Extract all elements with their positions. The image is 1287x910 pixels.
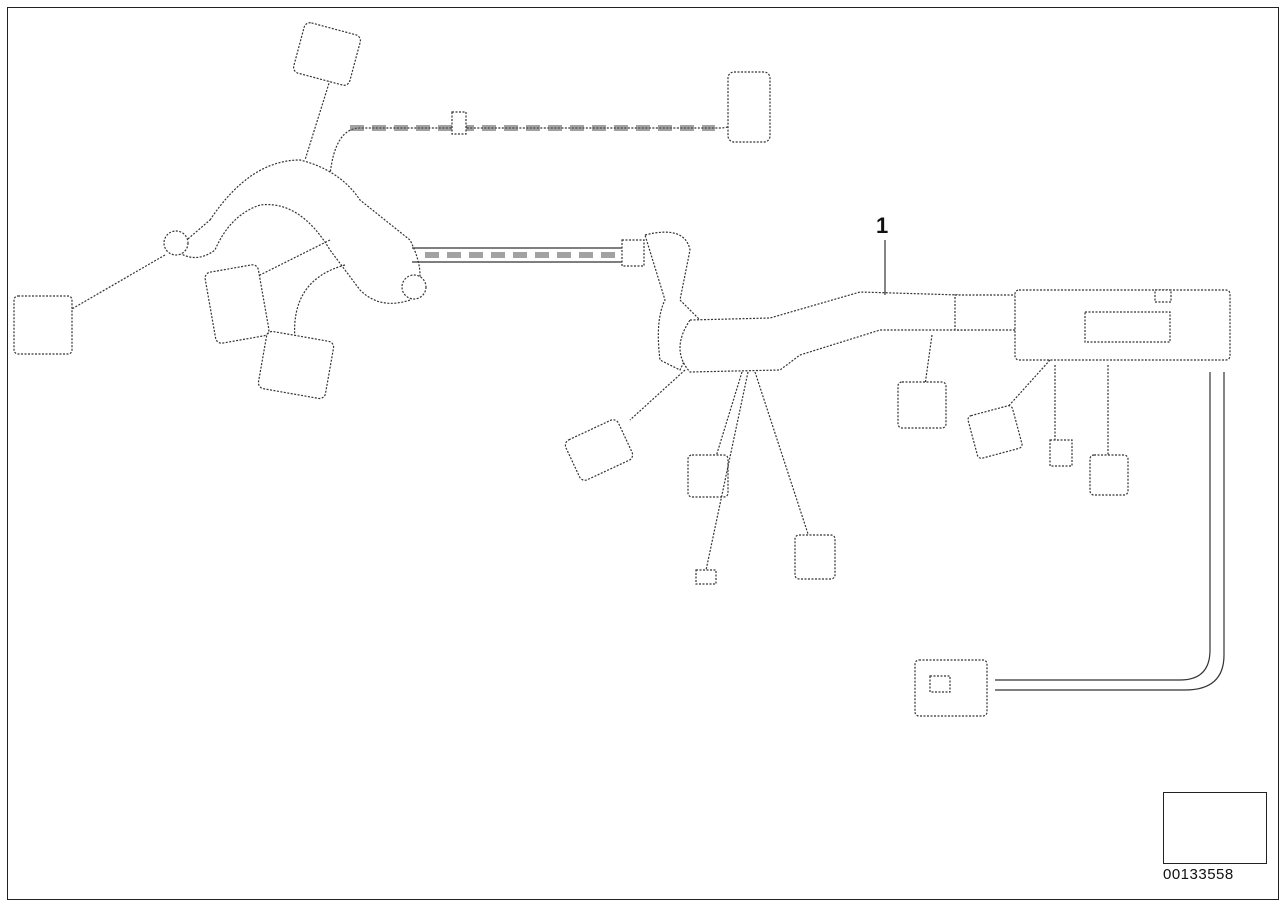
center-connector-b <box>794 534 836 580</box>
center-sensor-tip <box>695 569 717 585</box>
right-trunk-body <box>679 291 966 373</box>
left-mount-grommet <box>163 230 189 256</box>
bottom-connector <box>914 659 988 717</box>
left-connector-a <box>204 264 270 344</box>
sleeve-section <box>954 294 1021 331</box>
right-connector-a <box>967 405 1023 459</box>
long-lead-wire <box>995 372 1211 681</box>
back-navigation-button[interactable] <box>1163 792 1267 864</box>
right-connector-b <box>1089 454 1129 496</box>
center-right-connector <box>897 381 947 429</box>
left-connector-b <box>257 330 335 400</box>
top-left-branch-wire <box>304 79 331 161</box>
far-left-connector <box>13 295 73 355</box>
top-right-connector <box>727 71 771 143</box>
part-number-label: 00133558 <box>1163 866 1234 883</box>
left-trunk-body <box>174 159 421 304</box>
diagram-frame <box>7 7 1279 900</box>
center-connector-a <box>687 454 729 498</box>
right-sensor-tip <box>1049 439 1073 467</box>
lower-left-connector <box>564 419 634 481</box>
top-left-connector <box>293 22 361 86</box>
callout-label-1: 1 <box>876 213 889 238</box>
upper-branch-wire <box>329 109 743 176</box>
right-mount-grommet <box>401 274 427 300</box>
